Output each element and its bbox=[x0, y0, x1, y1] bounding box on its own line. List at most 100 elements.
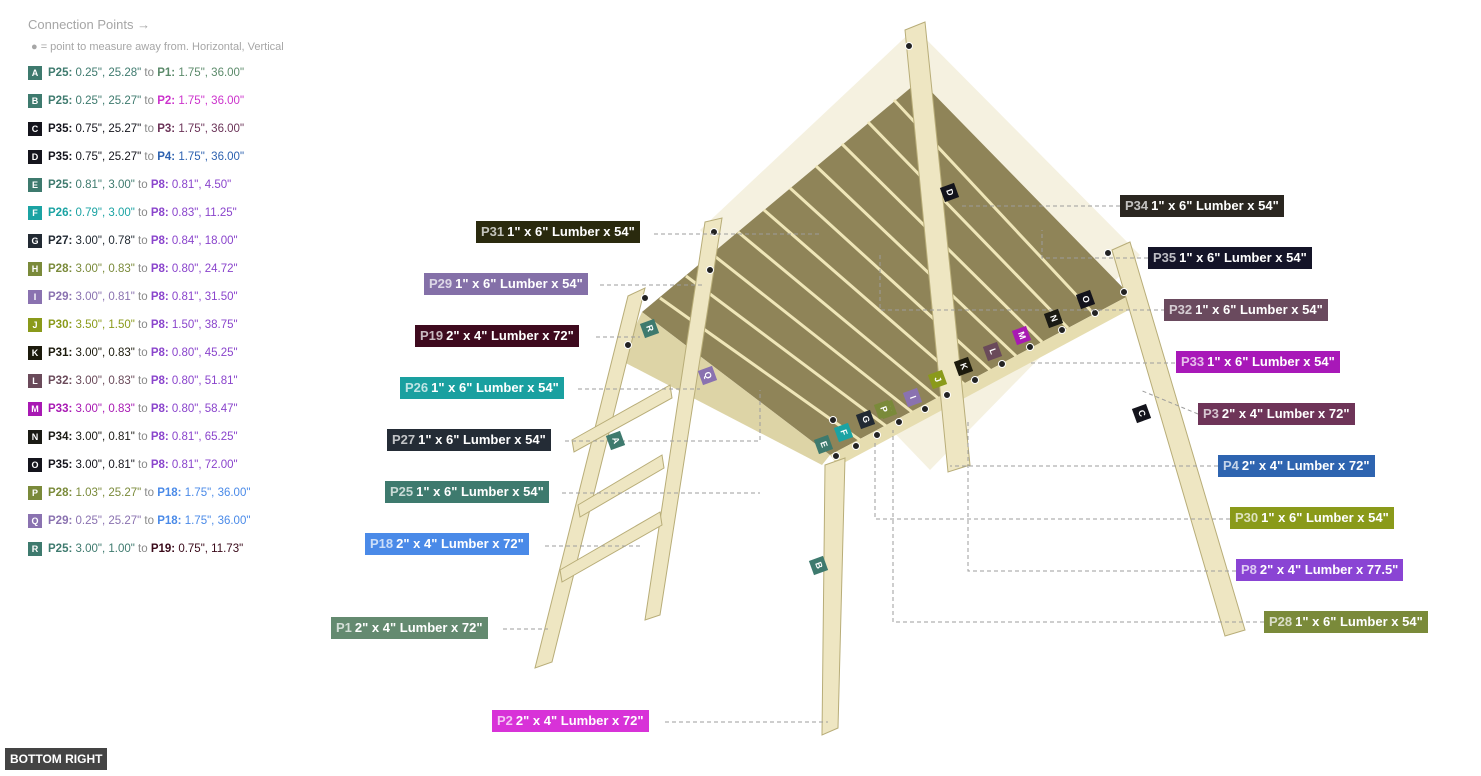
part-id: P1 bbox=[336, 620, 352, 635]
part-desc: 1" x 6" Lumber x 54" bbox=[1151, 198, 1279, 213]
from-part: P25: bbox=[48, 179, 76, 191]
part-id: P27 bbox=[392, 432, 416, 447]
from-values: 1.03", 25.27" bbox=[75, 487, 145, 499]
from-values: 0.25", 25.27" bbox=[75, 95, 145, 107]
to-part: P1: bbox=[157, 67, 179, 79]
deck-front-edge bbox=[620, 312, 830, 465]
connector-word: to bbox=[138, 375, 151, 387]
to-part: P8: bbox=[150, 235, 172, 247]
to-values: 1.75", 36.00" bbox=[178, 123, 245, 135]
from-values: 3.00", 1.00" bbox=[75, 543, 139, 555]
part-id: P8 bbox=[1241, 562, 1257, 577]
part-desc: 1" x 6" Lumber x 54" bbox=[1295, 614, 1423, 629]
legend-title[interactable]: Connection Points → bbox=[28, 17, 151, 32]
connection-badge: M bbox=[28, 401, 42, 416]
part-id: P33 bbox=[1181, 354, 1205, 369]
to-values: 1.75", 36.00" bbox=[184, 515, 251, 527]
to-part: P8: bbox=[150, 431, 172, 443]
connector-word: to bbox=[138, 319, 151, 331]
connection-badge: C bbox=[28, 121, 42, 136]
connection-badge: L bbox=[28, 373, 42, 388]
to-values: 1.75", 36.00" bbox=[184, 487, 251, 499]
connection-badge: H bbox=[28, 261, 42, 276]
to-part: P8: bbox=[150, 207, 172, 219]
posts bbox=[644, 21, 1246, 736]
from-values: 3.50", 1.50" bbox=[75, 319, 139, 331]
connection-legend: Connection Points → ● = point to measure… bbox=[28, 17, 328, 569]
from-part: P31: bbox=[48, 347, 76, 359]
from-part: P25: bbox=[48, 95, 76, 107]
connector-word: to bbox=[144, 487, 158, 499]
connection-badge: O bbox=[28, 457, 42, 472]
to-part: P8: bbox=[150, 319, 172, 331]
part-id: P31 bbox=[481, 224, 505, 239]
connector-word: to bbox=[138, 431, 151, 443]
from-part: P32: bbox=[48, 375, 76, 387]
from-values: 0.25", 25.28" bbox=[75, 67, 145, 79]
part-id: P19 bbox=[420, 328, 444, 343]
part-desc: 1" x 6" Lumber x 54" bbox=[455, 276, 583, 291]
connector-word: to bbox=[138, 291, 151, 303]
from-values: 3.00", 0.81" bbox=[75, 431, 139, 443]
connection-dots bbox=[624, 42, 1128, 460]
part-desc: 2" x 4" Lumber x 72" bbox=[1221, 406, 1350, 421]
connector-word: to bbox=[138, 459, 151, 471]
part-id: P18 bbox=[370, 536, 394, 551]
from-part: P35: bbox=[48, 123, 76, 135]
part-desc: 1" x 6" Lumber x 54" bbox=[418, 432, 546, 447]
to-part: P2: bbox=[157, 95, 179, 107]
from-values: 3.00", 0.83" bbox=[75, 375, 139, 387]
part-desc: 2" x 4" Lumber x 72" bbox=[354, 620, 483, 635]
to-values: 0.80", 24.72" bbox=[171, 263, 238, 275]
connection-badge: I bbox=[28, 289, 42, 304]
part-id: P25 bbox=[390, 484, 414, 499]
connection-badge: G bbox=[28, 233, 42, 248]
to-values: 0.80", 58.47" bbox=[171, 403, 238, 415]
to-values: 1.75", 36.00" bbox=[178, 67, 245, 79]
connector-word: to bbox=[138, 403, 151, 415]
from-values: 3.00", 0.83" bbox=[75, 403, 139, 415]
part-desc: 1" x 6" Lumber x 54" bbox=[507, 224, 635, 239]
to-part: P8: bbox=[150, 347, 172, 359]
from-values: 0.81", 3.00" bbox=[75, 179, 139, 191]
from-part: P35: bbox=[48, 459, 76, 471]
view-orientation-button[interactable]: BOTTOM RIGHT bbox=[5, 748, 108, 770]
connection-badge: K bbox=[28, 345, 42, 360]
